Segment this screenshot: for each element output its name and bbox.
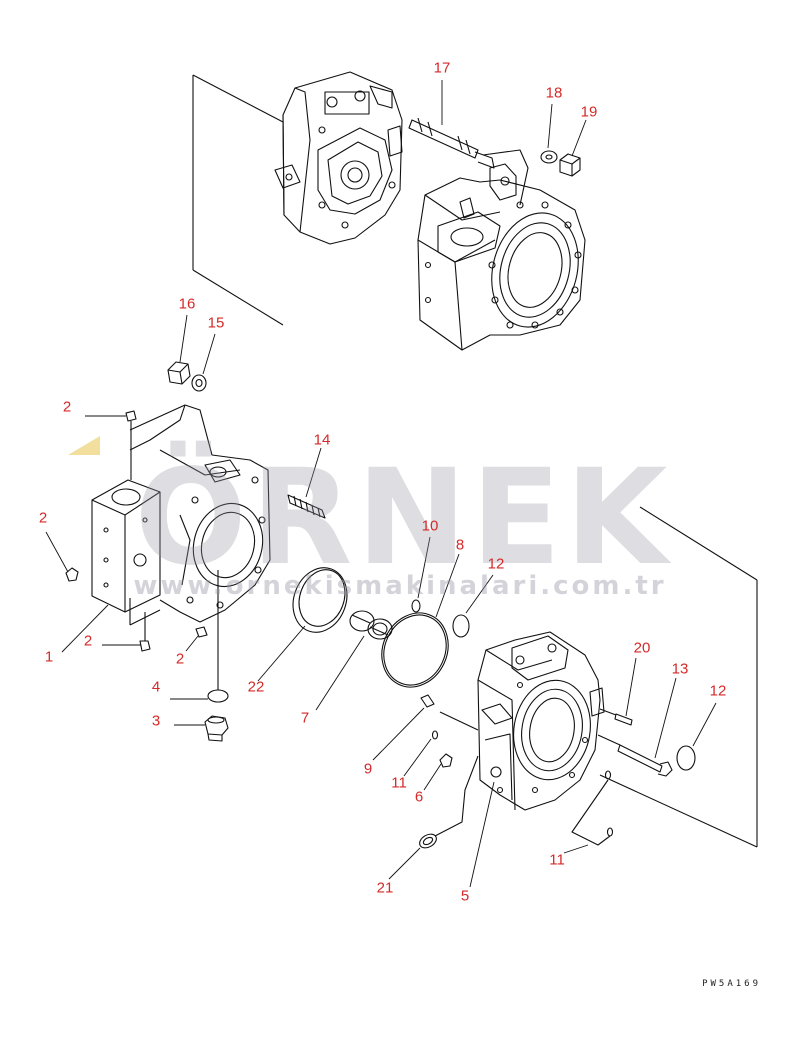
cover-plate-top: [192, 71, 403, 326]
callout-9: 9: [363, 760, 373, 778]
watermark-url: www.ornekismakinalari.com.tr: [133, 571, 667, 601]
valve-block-1: [91, 479, 161, 626]
callout-11-right: 11: [549, 851, 565, 869]
washer-15: [191, 374, 207, 392]
callout-4: 4: [151, 678, 161, 696]
pin-11-left: [431, 730, 439, 740]
callout-22: 22: [247, 678, 265, 696]
assembly-lines: [439, 506, 758, 848]
bushing-7: [349, 610, 393, 640]
callout-5: 5: [460, 887, 470, 905]
callout-2-bottom: 2: [83, 632, 93, 650]
callout-2-top: 2: [62, 398, 72, 416]
callout-14: 14: [313, 431, 331, 449]
callout-2-left: 2: [38, 509, 48, 527]
plug-screw-2-right: [195, 626, 208, 638]
callout-12-top: 12: [487, 555, 505, 573]
eyebolt-21: [419, 755, 479, 849]
housing-top: [417, 163, 586, 351]
callout-16: 16: [178, 295, 196, 313]
callout-19: 19: [580, 103, 598, 121]
o-ring-12-bottom: [676, 745, 696, 771]
plug-screw-2-left: [65, 567, 79, 582]
o-ring-4: [207, 570, 229, 703]
callout-12-bottom: 12: [709, 682, 727, 700]
callout-18: 18: [545, 84, 563, 102]
leader-lines: [45, 80, 717, 888]
pin-9: [420, 694, 435, 708]
drawing-code: PW5A169: [702, 979, 761, 989]
stud-14: [287, 494, 326, 519]
side-plate: [129, 404, 271, 623]
callout-20: 20: [633, 639, 651, 657]
callout-2-right: 2: [175, 650, 185, 668]
o-ring-10: [411, 599, 421, 613]
plug-3: [204, 715, 229, 742]
callout-10: 10: [421, 517, 439, 535]
callout-8: 8: [455, 536, 465, 554]
callout-1: 1: [44, 648, 54, 666]
watermark-mark: [68, 436, 100, 455]
callout-3: 3: [151, 712, 161, 730]
pin-20: [599, 708, 633, 726]
callout-6: 6: [414, 788, 424, 806]
nut-16: [167, 361, 191, 385]
ring-22: [292, 567, 348, 633]
o-ring-8: [381, 612, 449, 688]
callout-13: 13: [671, 660, 689, 678]
nut-19: [559, 153, 581, 177]
plug-screw-2-top: [125, 410, 137, 480]
callout-21: 21: [376, 879, 394, 897]
o-ring-12-top: [452, 614, 470, 638]
callout-7: 7: [300, 709, 310, 727]
watermark-brand: ÖRNEK: [134, 441, 672, 595]
housing-5: [477, 631, 605, 811]
bolt-13: [597, 734, 673, 777]
callout-17: 17: [433, 59, 451, 77]
plug-screw-2-bottom: [139, 612, 151, 652]
stud-17: [408, 117, 529, 206]
bolt-6: [439, 753, 453, 768]
callout-11-left: 11: [391, 774, 407, 792]
callout-15: 15: [207, 314, 225, 332]
washer-18: [540, 150, 558, 164]
